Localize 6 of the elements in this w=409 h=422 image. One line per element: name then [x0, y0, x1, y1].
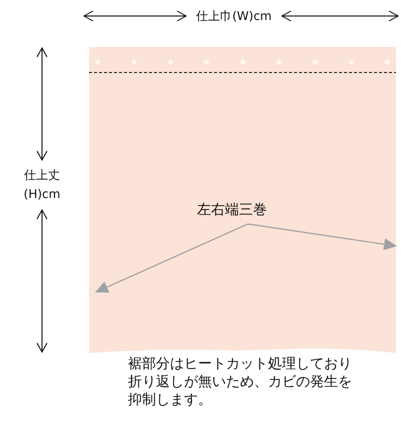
dimension-label: 仕上巾(W)cm [195, 8, 273, 25]
callout-label: 左右端三巻 [196, 200, 268, 224]
dimension-label: 仕上丈(H)cm [22, 167, 62, 203]
note-text: 裾部分はヒートカット処理しており折り返しが無いため、カビの発生を抑制します。 [128, 355, 353, 409]
leader-line [248, 223, 397, 250]
leader-line [95, 223, 248, 293]
